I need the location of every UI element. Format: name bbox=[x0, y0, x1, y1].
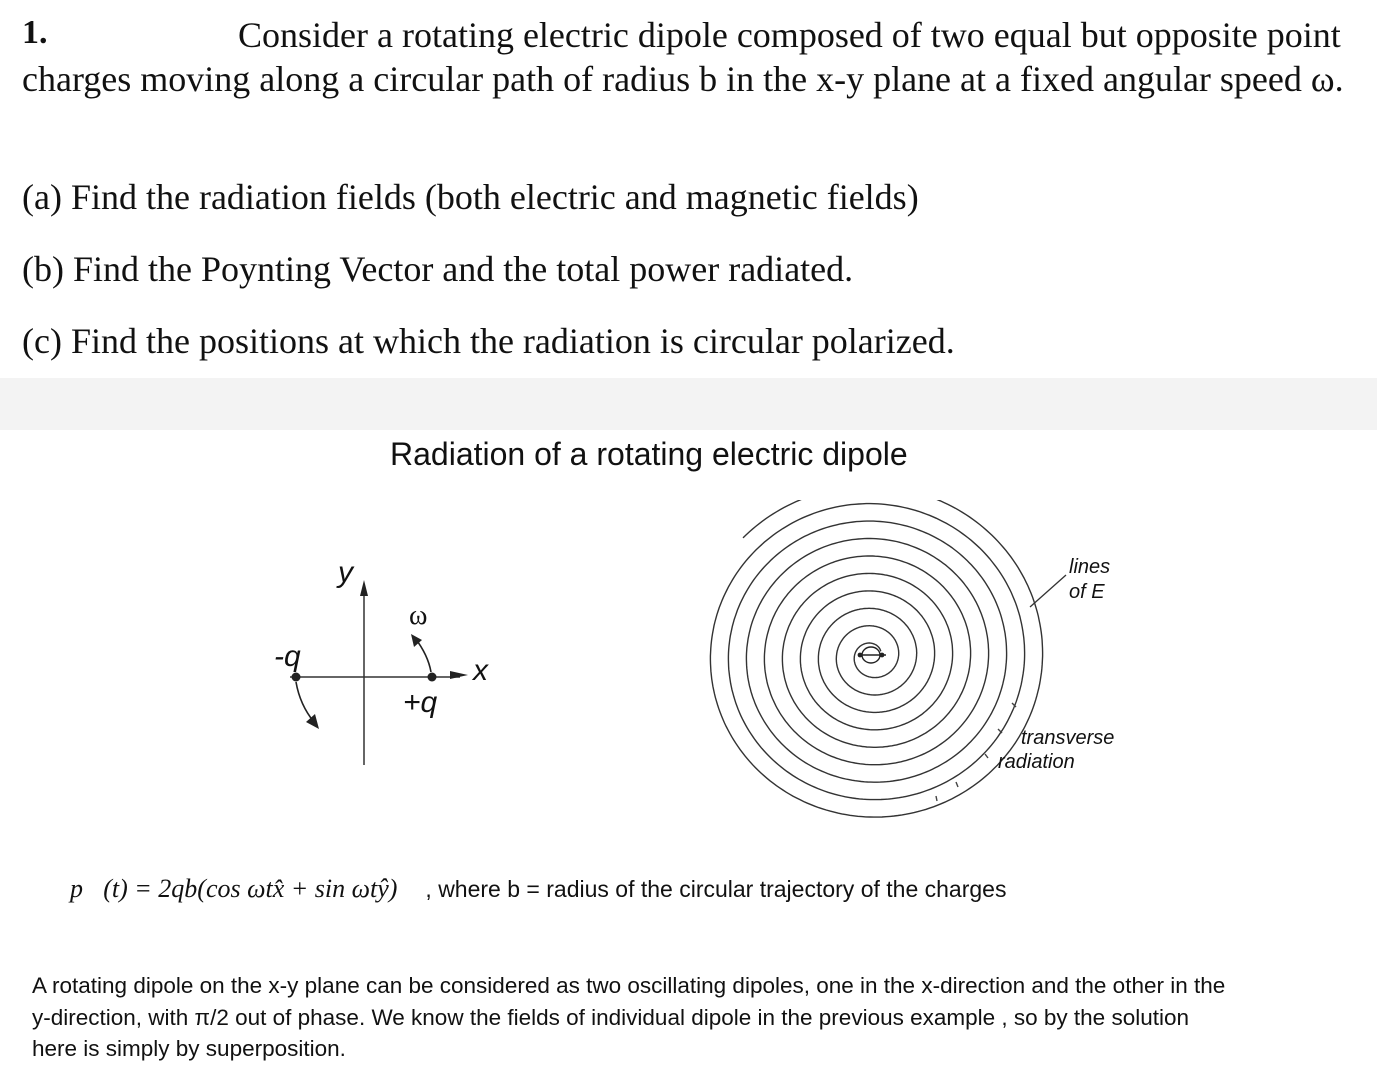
part-b-question: (b) Find the Poynting Vector and the tot… bbox=[22, 249, 854, 289]
spiral-field-diagram: lines of E transverse radiation bbox=[709, 500, 1114, 818]
dipole-axes-diagram: y x ω -q +q bbox=[274, 556, 489, 765]
rotation-arrow-neg bbox=[295, 681, 315, 723]
rotating-dipole-figure: y x ω -q +q lines of E bbox=[274, 500, 1114, 818]
rotation-arrowhead-neg-icon bbox=[306, 714, 319, 729]
omega-label: ω bbox=[409, 600, 427, 631]
transverse-radiation-label-1: transverse bbox=[1021, 727, 1114, 749]
problem-intro-line-1: Consider a rotating electric dipole comp… bbox=[238, 15, 1341, 55]
spiral-tick-marks bbox=[935, 702, 1017, 802]
y-axis-label: y bbox=[336, 556, 355, 589]
lines-of-e-pointer bbox=[1029, 574, 1067, 608]
transverse-radiation-label-2: radiation bbox=[998, 751, 1075, 773]
lines-of-e-label-2: of E bbox=[1069, 581, 1105, 603]
positive-charge-label: +q bbox=[403, 686, 438, 719]
e-field-spiral-lines bbox=[709, 500, 1044, 818]
positive-charge-dot bbox=[427, 672, 437, 682]
explanation-paragraph: A rotating dipole on the x-y plane can b… bbox=[32, 970, 1332, 1065]
dipole-moment-formula: p⃗(t) = 2qb(cos ωtx̂ + sin ωtŷ) bbox=[70, 874, 398, 903]
problem-number: 1. bbox=[22, 14, 48, 51]
y-axis-arrow-icon bbox=[360, 580, 368, 596]
negative-charge-label: -q bbox=[274, 640, 301, 673]
problem-intro-line-2: charges moving along a circular path of … bbox=[22, 59, 1344, 99]
explanation-line-1: A rotating dipole on the x-y plane can b… bbox=[32, 973, 1226, 998]
x-axis-arrow-icon bbox=[450, 671, 468, 679]
spiral-field-line bbox=[709, 500, 1044, 818]
lines-of-e-label-1: lines bbox=[1069, 556, 1110, 578]
central-dipole-icon bbox=[857, 646, 886, 664]
part-a-question: (a) Find the radiation fields (both elec… bbox=[22, 177, 919, 217]
rotation-arrowhead-pos-icon bbox=[411, 634, 422, 647]
x-axis-label: x bbox=[471, 654, 489, 687]
equation-where-text: , where b = radius of the circular traje… bbox=[425, 876, 1007, 902]
figure-title: Radiation of a rotating electric dipole bbox=[390, 436, 908, 472]
dipole-moment-equation: p⃗(t) = 2qb(cos ωtx̂ + sin ωtŷ) , where … bbox=[70, 874, 1006, 904]
explanation-line-2: y-direction, with π/2 out of phase. We k… bbox=[32, 1004, 1190, 1030]
negative-charge-dot bbox=[291, 672, 301, 682]
section-divider-band bbox=[0, 378, 1377, 430]
part-c-question: (c) Find the positions at which the radi… bbox=[22, 321, 955, 361]
explanation-line-3: here is simply by superposition. bbox=[32, 1036, 346, 1061]
